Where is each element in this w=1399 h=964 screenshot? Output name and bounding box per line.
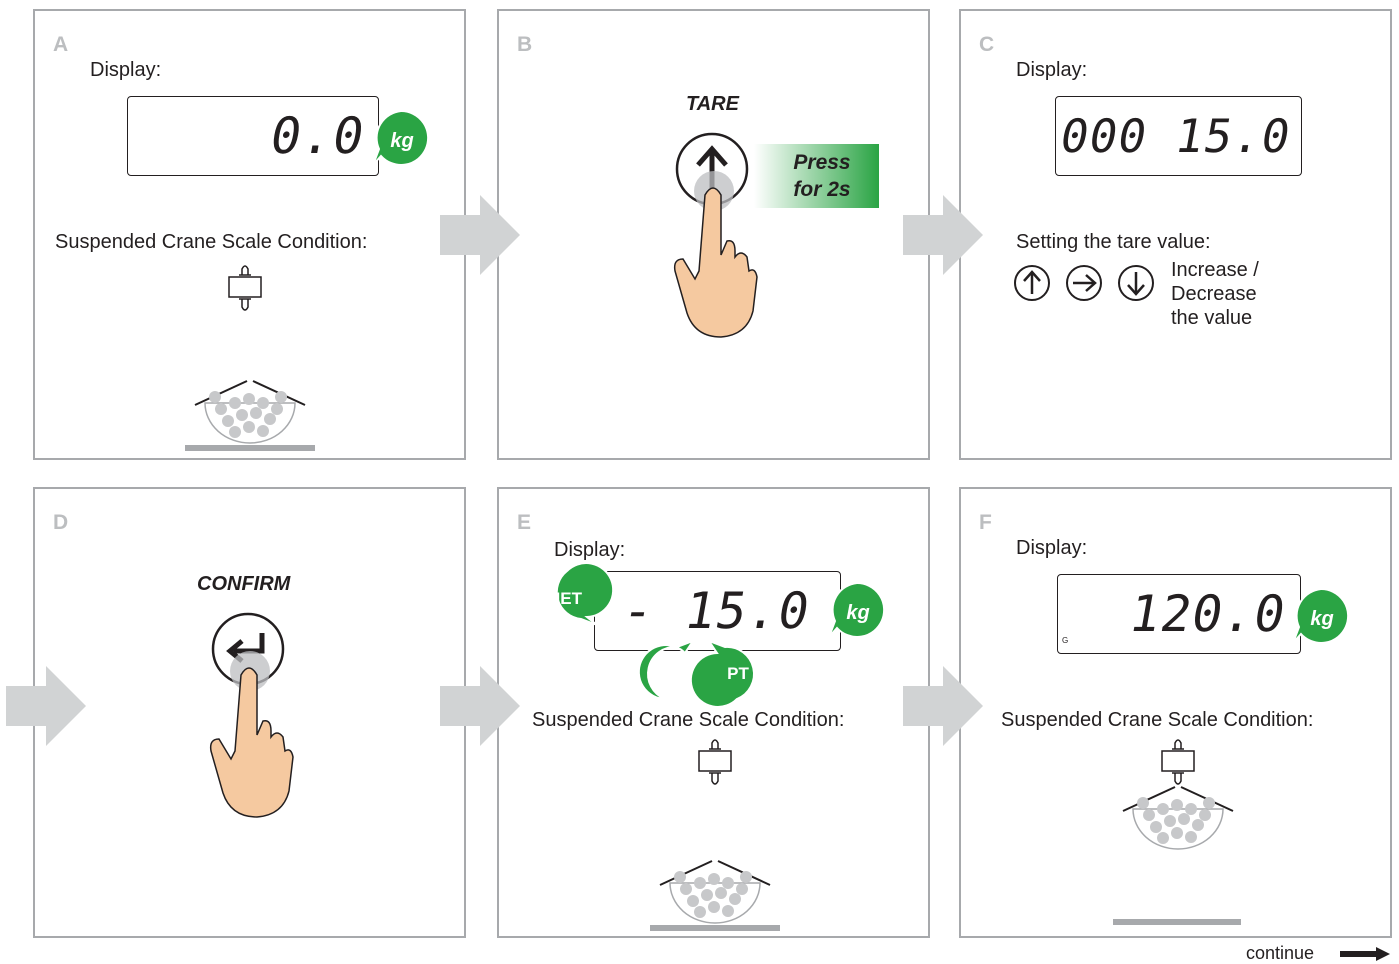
press-text: Press [793,151,850,174]
display-label: Display: [90,59,162,81]
panel-e: E Display: - 15.0 NET kg LT PT Suspended… [497,487,930,938]
panel-d: D CONFIRM [33,487,466,938]
ground-line [1113,919,1241,925]
unit-label: kg [390,130,413,152]
lcd-value: 0.0 [265,107,370,165]
kg-badge: kg [1292,587,1350,644]
flow-arrow-icon [440,666,520,746]
help-line-2: Decrease [1171,283,1257,305]
pt-label: PT [727,664,749,683]
condition-label: Suspended Crane Scale Condition: [532,709,845,731]
lcd-display: - 15.0 [594,571,841,651]
panel-a: A Display: 0.0 kg Suspended Crane Scale … [33,9,466,460]
help-line-3: the value [1171,307,1253,329]
lcd-value: - 15.0 [618,582,816,640]
help-line-1: Increase / [1171,259,1259,281]
flow-arrow-icon [903,666,983,746]
kg-badge: kg [372,109,430,166]
pt-badge: PT [689,638,755,708]
unit-label: kg [1310,608,1333,630]
continue-arrow-icon [1340,947,1390,961]
lcd-value: 120.0 [1125,585,1292,643]
condition-label: Suspended Crane Scale Condition: [55,231,368,253]
panel-b: B TARE Press for 2s [497,9,930,460]
right-key-icon [1066,265,1102,301]
flow-arrow-icon [903,195,983,275]
lcd-display: 000 15.0 [1055,96,1302,176]
panel-f: F Display: G 120.0 kg Suspended Crane Sc… [959,487,1392,938]
crane-scale-icon [698,739,732,785]
hand-pointer-icon [209,651,294,818]
crane-scale-icon [228,265,262,311]
panel-label: D [53,511,69,534]
load-basket-icon [1122,786,1234,850]
continue-link[interactable]: continue [1246,943,1396,963]
display-label: Display: [554,539,626,561]
panel-label: A [53,33,69,56]
tare-setting-label: Setting the tare value: [1016,231,1211,253]
down-key-icon [1118,265,1154,301]
condition-label: Suspended Crane Scale Condition: [1001,709,1314,731]
panel-label: E [517,511,532,534]
up-key-icon [1014,265,1050,301]
press-duration-text: for 2s [793,178,850,201]
lcd-value: 000 15.0 [1056,109,1296,163]
lt-label: LT [653,664,673,683]
display-label: Display: [1016,59,1088,81]
confirm-key-label: CONFIRM [197,573,291,595]
kg-badge: kg [828,581,886,638]
lcd-display: G 120.0 [1057,574,1301,654]
lcd-small-indicator: G [1062,636,1069,645]
crane-scale-icon [1161,739,1195,785]
hand-pointer-icon [673,171,758,338]
panel-label: B [517,33,533,56]
load-basket-icon [185,380,315,451]
press-hint-badge: Press for 2s [754,144,879,208]
lcd-display: 0.0 [127,96,379,176]
unit-label: kg [846,602,869,624]
net-badge: NET [548,562,615,626]
panel-label: C [979,33,995,56]
flow-arrow-icon [6,666,86,746]
panel-c: C Display: 000 15.0 Setting the tare val… [959,9,1392,460]
load-basket-icon [650,860,780,931]
tare-key-label: TARE [686,93,739,115]
display-label: Display: [1016,537,1088,559]
continue-label: continue [1246,943,1315,963]
lt-badge: LT [637,638,696,700]
flow-arrow-icon [440,195,520,275]
net-label: NET [548,589,583,608]
panel-label: F [979,511,992,534]
